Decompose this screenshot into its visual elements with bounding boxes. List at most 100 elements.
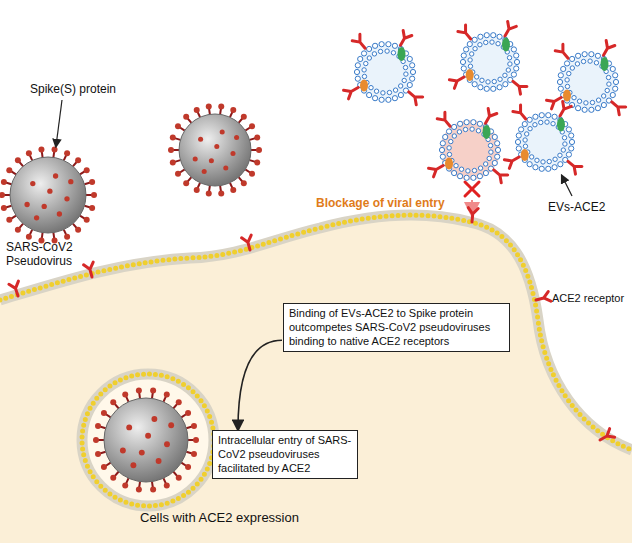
lipid-head: [496, 41, 500, 45]
lipid-head: [387, 90, 391, 94]
lipid-head: [480, 78, 484, 82]
lipid-head: [483, 170, 488, 175]
lipid-head: [459, 167, 463, 171]
spike-head: [91, 192, 97, 198]
lipid-head: [497, 85, 502, 90]
lipid-head: [539, 113, 544, 118]
lipid-head: [527, 162, 532, 167]
lipid-head: [541, 160, 545, 164]
lipid-head: [484, 86, 489, 91]
spike-top: [209, 158, 214, 163]
lipid-head: [464, 175, 469, 180]
lipid-head: [533, 165, 538, 170]
ace2-receptor: [501, 21, 517, 38]
lipid-head: [403, 65, 407, 69]
lipid-head: [369, 85, 373, 89]
spike-top: [234, 135, 239, 140]
lipid-head: [553, 157, 557, 161]
lipid-head: [558, 73, 563, 78]
lipid-head: [613, 86, 618, 91]
lipid-head: [569, 133, 574, 138]
lipid-head: [447, 146, 451, 150]
spike-head: [122, 392, 128, 398]
lipid-head: [607, 82, 611, 86]
spike-head: [93, 437, 99, 443]
spike-top: [156, 458, 162, 464]
lipid-head: [582, 107, 587, 112]
spike-top: [230, 151, 235, 156]
spike-head: [175, 123, 181, 129]
lipid-head: [495, 141, 500, 146]
lipid-head: [362, 68, 366, 72]
membrane-protein: [360, 80, 368, 92]
curved-arrow: [238, 340, 282, 429]
lipid-head: [605, 88, 609, 92]
lipid-head: [491, 86, 496, 91]
lipid-head: [379, 97, 384, 102]
lipid-head: [561, 148, 565, 152]
spike-head: [89, 205, 95, 211]
spike-top: [220, 129, 225, 134]
spike-top: [198, 137, 203, 142]
lipid-head: [558, 153, 562, 157]
vesicle-body: [440, 120, 500, 180]
lipid-head: [447, 152, 451, 156]
lipid-head: [362, 74, 366, 78]
spike-head: [101, 464, 107, 470]
spike-head: [26, 150, 32, 156]
vesicle-body: [461, 33, 519, 91]
spike-head: [176, 475, 182, 481]
lipid-head: [361, 51, 366, 56]
lipid-head: [468, 58, 472, 62]
spike-top: [202, 169, 207, 174]
spike-head: [38, 146, 44, 152]
ace2-receptor: [437, 112, 454, 129]
lipid-head: [364, 61, 368, 65]
lipid-head: [440, 141, 445, 146]
spike-top: [64, 196, 69, 201]
lipid-head: [478, 43, 482, 47]
lipid-head: [613, 73, 618, 78]
ace2-receptor: [242, 235, 255, 251]
membrane-protein: [483, 125, 491, 139]
lipid-head: [524, 132, 528, 136]
spike-head: [122, 482, 128, 488]
membrane-protein: [563, 90, 571, 102]
spike-head: [164, 482, 170, 488]
ace2-receptor: [458, 25, 475, 42]
lipid-head: [582, 52, 587, 57]
lipid-head: [372, 52, 376, 56]
spike-head: [185, 410, 191, 416]
spike-head: [75, 157, 81, 163]
spike-head: [230, 107, 236, 113]
lipid-head: [569, 56, 574, 61]
spike-head: [15, 157, 21, 163]
virus: [0, 146, 97, 243]
lipid-head: [522, 121, 527, 126]
lipid-head: [366, 92, 371, 97]
lipid-head: [564, 61, 569, 66]
lipid-head: [386, 97, 391, 102]
lipid-head: [439, 147, 444, 152]
lipid-head: [492, 79, 496, 83]
lipid-head: [563, 142, 567, 146]
lipid-head: [354, 69, 359, 74]
spike-top: [145, 433, 151, 439]
lipid-head: [503, 82, 508, 87]
spike-head: [136, 388, 142, 394]
ace2-receptor: [510, 77, 527, 94]
membrane-protein: [502, 38, 510, 52]
membrane-protein: [445, 158, 453, 170]
lipid-head: [547, 159, 551, 163]
spike-head: [15, 227, 21, 233]
lipid-head: [407, 56, 412, 61]
ace2-receptor: [481, 109, 497, 126]
lipid-head: [529, 155, 533, 159]
lipid-head: [498, 77, 502, 81]
lipid-head: [472, 82, 477, 87]
lipid-head: [457, 121, 462, 126]
lipid-head: [398, 84, 402, 88]
lipid-head: [355, 76, 360, 81]
ace2-receptor: [396, 31, 412, 48]
spike-top: [126, 424, 132, 430]
